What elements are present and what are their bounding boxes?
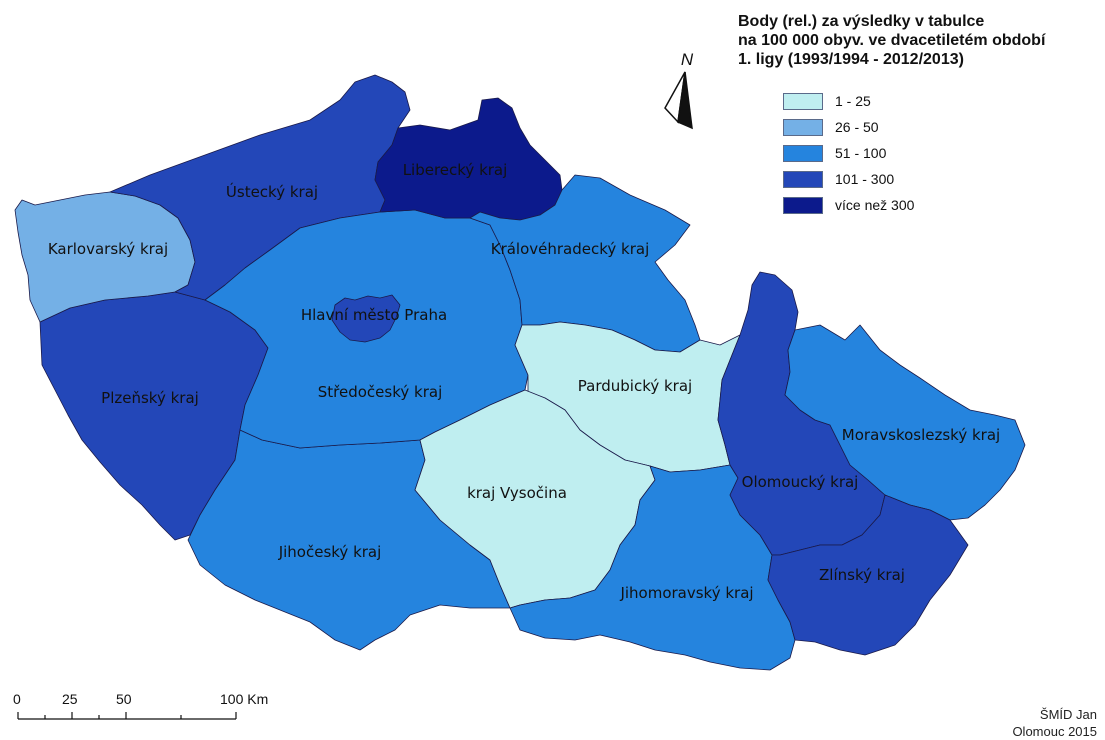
region-label-olomoucky: Olomoucký kraj xyxy=(742,473,859,491)
legend-item: více než 300 xyxy=(783,192,914,218)
north-arrow-label: N xyxy=(681,50,694,69)
credit-author: ŠMÍD Jan xyxy=(1039,707,1097,722)
region-label-kralovehradecky: Královéhradecký kraj xyxy=(491,240,650,258)
map-credit: ŠMÍD Jan Olomouc 2015 xyxy=(1012,706,1097,740)
scale-label: 25 xyxy=(62,691,78,707)
region-label-pardubicky: Pardubický kraj xyxy=(578,377,692,395)
legend-item: 1 - 25 xyxy=(783,88,914,114)
legend-title: Body (rel.) za výsledky v tabulce na 100… xyxy=(738,12,1045,69)
legend-label: 51 - 100 xyxy=(835,145,887,161)
north-arrow-icon: N xyxy=(664,50,694,130)
legend-label: 1 - 25 xyxy=(835,93,871,109)
legend-swatch xyxy=(783,92,823,110)
legend-label: 26 - 50 xyxy=(835,119,879,135)
region-label-moravskoslezsky: Moravskoslezský kraj xyxy=(842,426,1000,444)
region-label-praha: Hlavní město Praha xyxy=(301,306,447,324)
legend-item: 26 - 50 xyxy=(783,114,914,140)
legend-swatch xyxy=(783,144,823,162)
legend: 1 - 25 26 - 50 51 - 100 101 - 300 více n… xyxy=(783,88,914,218)
region-liberecky[interactable] xyxy=(374,97,563,221)
legend-swatch xyxy=(783,196,823,214)
scale-label: 50 xyxy=(116,691,132,707)
legend-title-line: na 100 000 obyv. ve dvacetiletém období xyxy=(738,32,1046,49)
region-label-plzensky: Plzeňský kraj xyxy=(101,389,199,407)
legend-swatch xyxy=(783,118,823,136)
region-label-jihomoravsky: Jihomoravský kraj xyxy=(619,584,753,602)
region-label-liberecky: Liberecký kraj xyxy=(403,161,508,179)
region-label-zlinsky: Zlínský kraj xyxy=(819,566,905,584)
scale-label: 100 Km xyxy=(220,691,269,707)
region-label-stredocesky: Středočeský kraj xyxy=(318,383,442,401)
region-label-ustecky: Ústecký kraj xyxy=(226,182,318,201)
region-label-karlovarsky: Karlovarský kraj xyxy=(48,240,168,258)
region-zlinsky[interactable] xyxy=(767,494,969,656)
legend-title-line: Body (rel.) za výsledky v tabulce xyxy=(738,13,985,30)
region-moravskoslezsky[interactable] xyxy=(784,324,1026,521)
legend-item: 101 - 300 xyxy=(783,166,914,192)
scale-label: 0 xyxy=(13,691,21,707)
legend-label: více než 300 xyxy=(835,197,915,213)
legend-title-line: 1. ligy (1993/1994 - 2012/2013) xyxy=(738,51,964,68)
legend-swatch xyxy=(783,170,823,188)
region-praha[interactable] xyxy=(331,294,401,343)
region-label-vysocina: kraj Vysočina xyxy=(467,484,567,502)
credit-place-year: Olomouc 2015 xyxy=(1012,724,1097,739)
scale-bar xyxy=(17,712,237,720)
legend-item: 51 - 100 xyxy=(783,140,914,166)
legend-label: 101 - 300 xyxy=(835,171,895,187)
region-label-jihocesky: Jihočeský kraj xyxy=(278,543,382,561)
